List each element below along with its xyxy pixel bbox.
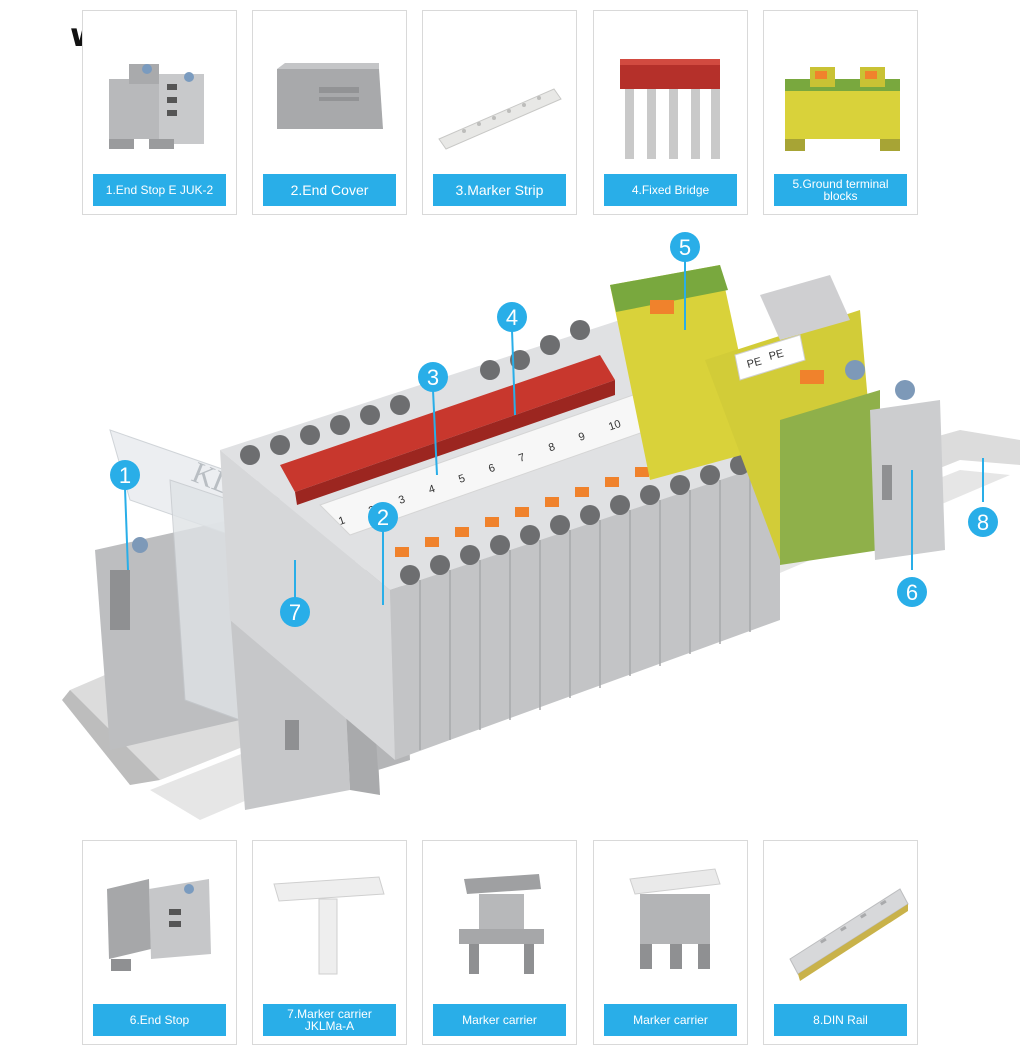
- callout-number: 6: [906, 580, 918, 605]
- callout-7: 7: [280, 597, 310, 627]
- callout-2: 2: [368, 502, 398, 532]
- terminal-assembly-illustration: KLM-A: [62, 232, 1020, 820]
- marker-number: 4: [427, 483, 437, 496]
- ground-terminal-blocks: PE PE: [610, 265, 880, 565]
- end-stop-icon: [107, 879, 211, 971]
- callout-number: 4: [506, 305, 518, 330]
- marker-carrier-icon: [459, 874, 544, 974]
- pe-label: PE: [768, 348, 785, 363]
- callout-6: 6: [897, 577, 927, 607]
- marker-number: 10: [607, 418, 622, 433]
- end-stop-right: [760, 275, 945, 560]
- card-label: 2.End Cover: [263, 174, 396, 206]
- card-label: 1.End Stop E JUK-2: [93, 174, 226, 206]
- callout-4: 4: [497, 302, 527, 332]
- card-label: 8.DIN Rail: [774, 1004, 907, 1036]
- marker-number: 8: [547, 441, 557, 454]
- product-card-marker-carrier-jklma-a[interactable]: 7.Marker carrier JKLMa-A: [252, 840, 407, 1045]
- callout-8: 8: [968, 507, 998, 537]
- marker-strip: 123456789101112: [319, 374, 721, 536]
- product-card-end-stop-e-juk-2[interactable]: 1.End Stop E JUK-2: [82, 10, 237, 215]
- product-card-marker-strip[interactable]: 3.Marker Strip: [422, 10, 577, 215]
- product-card-marker-carrier[interactable]: Marker carrier: [422, 840, 577, 1045]
- ground-terminal-block-icon: [785, 67, 900, 151]
- marker-number: 1: [337, 514, 347, 527]
- callout-number: 5: [679, 235, 691, 260]
- callout-number: 1: [119, 463, 131, 488]
- callout-1: 1: [110, 460, 140, 490]
- marker-number: 6: [487, 462, 497, 475]
- marker-number: 5: [457, 472, 467, 485]
- marker-number: 3: [397, 493, 407, 506]
- callout-5: 5: [670, 232, 700, 262]
- callout-number: 3: [427, 365, 439, 390]
- fixed-bridge: [280, 355, 615, 505]
- callout-number: 8: [977, 510, 989, 535]
- card-label: Marker carrier: [433, 1004, 566, 1036]
- pe-label: PE: [746, 356, 763, 371]
- end-stop-e-juk-2-icon: [109, 64, 204, 149]
- product-card-end-cover[interactable]: 2.End Cover: [252, 10, 407, 215]
- marker-strip-icon: [438, 88, 562, 150]
- callout-3: 3: [418, 362, 448, 392]
- callout-number: 7: [289, 600, 301, 625]
- marker-number: 9: [577, 430, 587, 443]
- card-label: Marker carrier: [604, 1004, 737, 1036]
- product-card-end-stop[interactable]: 6.End Stop: [82, 840, 237, 1045]
- marker-number: 7: [517, 451, 527, 464]
- din-rail-icon: [789, 888, 909, 981]
- callout-number: 2: [377, 505, 389, 530]
- marker-carrier-jklma-a-icon: [273, 876, 385, 975]
- card-label: 3.Marker Strip: [433, 174, 566, 206]
- product-card-marker-carrier-2[interactable]: Marker carrier: [593, 840, 748, 1045]
- product-card-fixed-bridge[interactable]: 4.Fixed Bridge: [593, 10, 748, 215]
- callout-lines: [124, 260, 984, 605]
- card-label: 4.Fixed Bridge: [604, 174, 737, 206]
- fixed-bridge-icon: [620, 59, 720, 159]
- card-label: 5.Ground terminal blocks: [774, 174, 907, 206]
- product-card-ground-terminal-blocks[interactable]: 5.Ground terminal blocks: [763, 10, 918, 215]
- marker-carrier-2-icon: [629, 868, 721, 969]
- card-label: 6.End Stop: [93, 1004, 226, 1036]
- card-label: 7.Marker carrier JKLMa-A: [263, 1004, 396, 1036]
- end-cover-icon: [277, 63, 383, 129]
- product-card-din-rail[interactable]: 8.DIN Rail: [763, 840, 918, 1045]
